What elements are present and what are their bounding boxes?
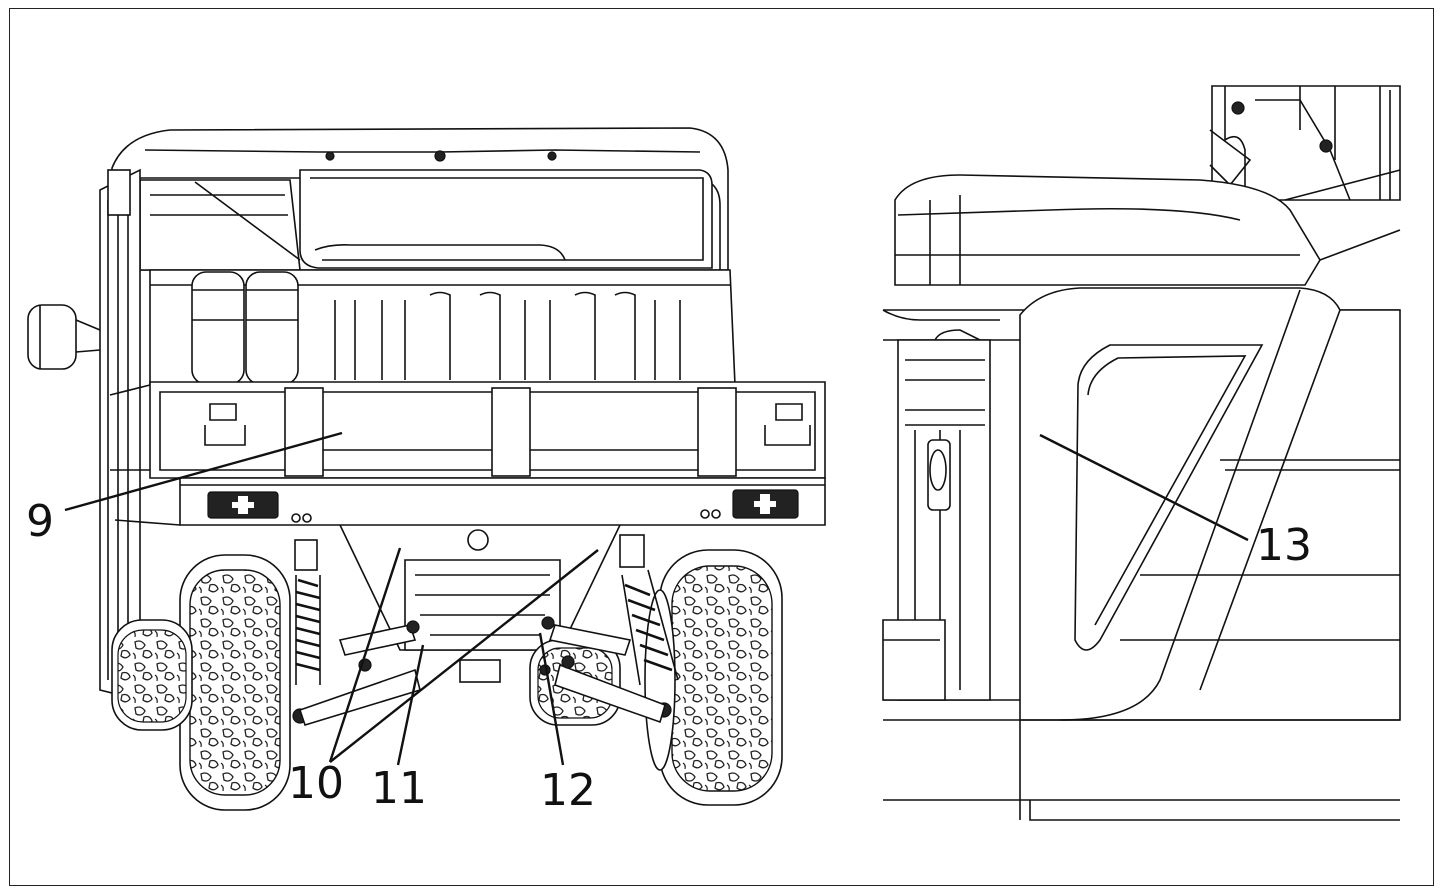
storage-canisters [191,271,299,385]
leader-10a [328,547,402,763]
suspension-arms [298,616,666,726]
right-rear-tire [529,549,783,806]
cargo-box-tailgate [149,381,826,479]
seat-cushion [894,174,1321,286]
leader-9 [64,431,343,512]
rear-window [299,169,713,269]
left-shock-absorber [292,539,321,724]
leader-12 [538,632,565,766]
side-mirror [27,304,101,370]
left-rear-tire [111,554,291,811]
callout-9: 9 [26,496,54,547]
utv-rear-view [27,127,826,811]
leader-11 [396,644,425,766]
rear-bumper [179,477,826,551]
callout-11: 11 [371,763,427,814]
leader-13 [1039,433,1249,542]
side-inset-panel [1074,344,1264,651]
callout-13: 13 [1256,520,1312,571]
leader-10b [329,549,599,763]
side-panel-detail-view [882,85,1401,821]
bed-ribs [334,291,681,380]
leader-lines [64,431,1249,766]
callout-12: 12 [540,765,596,816]
callout-labels: 9 10 11 12 13 [26,496,1312,816]
callout-10: 10 [288,758,344,809]
